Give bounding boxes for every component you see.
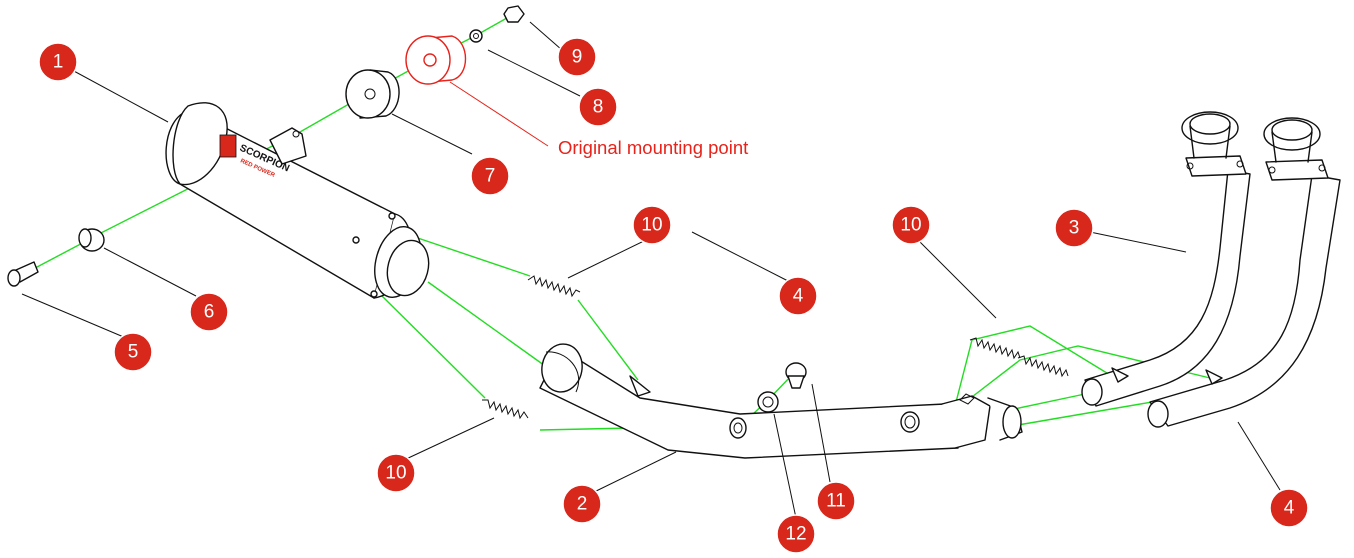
assembly-lines <box>19 13 1211 431</box>
header-pipe-left <box>1081 111 1251 407</box>
bolt <box>7 261 39 287</box>
leader-lines <box>21 21 1281 519</box>
assembly-line-spring-right-a <box>954 325 1116 407</box>
callout-6: 6 <box>189 292 229 332</box>
rubber-mount <box>345 69 400 119</box>
callout-6-label: 6 <box>204 302 215 323</box>
callout-4-bottom: 4 <box>1269 488 1309 528</box>
sensor-washer <box>757 391 779 413</box>
callout-8: 8 <box>578 87 618 127</box>
assembly-line-spring-bottom-b <box>539 427 633 431</box>
assembly-line-spring-top-b <box>577 299 639 381</box>
header-pipe-right <box>1147 117 1341 428</box>
assembly-line-header-b <box>1017 401 1153 426</box>
callout-12: 12 <box>776 514 816 554</box>
callout-1: 1 <box>38 42 78 82</box>
callout-10-top-label: 10 <box>641 215 662 236</box>
callout-9: 9 <box>557 37 597 77</box>
callout-4-top: 4 <box>778 276 818 316</box>
original-mount <box>405 35 467 85</box>
spring-right-a <box>969 337 1021 360</box>
nut <box>503 5 525 23</box>
callout-10-bottom-label: 10 <box>385 463 406 484</box>
callout-11: 11 <box>816 481 856 521</box>
callout-2: 2 <box>562 484 602 524</box>
callout-4-top-label: 4 <box>793 286 804 307</box>
assembly-line-spring-bottom-a <box>379 293 486 399</box>
callout-5-label: 5 <box>128 342 139 363</box>
callout-9-label: 9 <box>572 47 583 68</box>
callout-10-right-label: 10 <box>900 215 921 236</box>
callout-10-top: 10 <box>632 205 672 245</box>
callout-10-bottom: 10 <box>376 453 416 493</box>
assembly-line-mount <box>299 13 515 133</box>
callout-2-label: 2 <box>577 494 588 515</box>
callout-10-right: 10 <box>891 205 931 245</box>
muffler: SCORPION RED POWER <box>165 102 430 299</box>
callout-4-bottom-label: 4 <box>1284 498 1295 519</box>
callout-7-label: 7 <box>485 166 496 187</box>
callout-5: 5 <box>113 332 153 372</box>
callout-7: 7 <box>470 156 510 196</box>
callout-11-label: 11 <box>826 491 846 512</box>
washer <box>469 29 483 43</box>
assembly-line-spring-top-a <box>399 231 531 277</box>
spring-right-b <box>1017 355 1069 378</box>
callout-1-label: 1 <box>53 52 64 73</box>
callout-3: 3 <box>1054 208 1094 248</box>
link-pipe <box>539 343 1023 459</box>
spring-top <box>527 275 581 298</box>
springs <box>482 275 1069 420</box>
rubber-cap <box>78 228 105 252</box>
sensor-plug <box>785 362 807 389</box>
assembly-line-pipe-joint <box>427 281 549 369</box>
callout-3-label: 3 <box>1069 218 1080 239</box>
callout-8-label: 8 <box>593 97 604 118</box>
original-mounting-point-label: Original mounting point <box>558 137 748 158</box>
callout-12-label: 12 <box>785 524 806 545</box>
spring-bottom <box>482 399 529 420</box>
